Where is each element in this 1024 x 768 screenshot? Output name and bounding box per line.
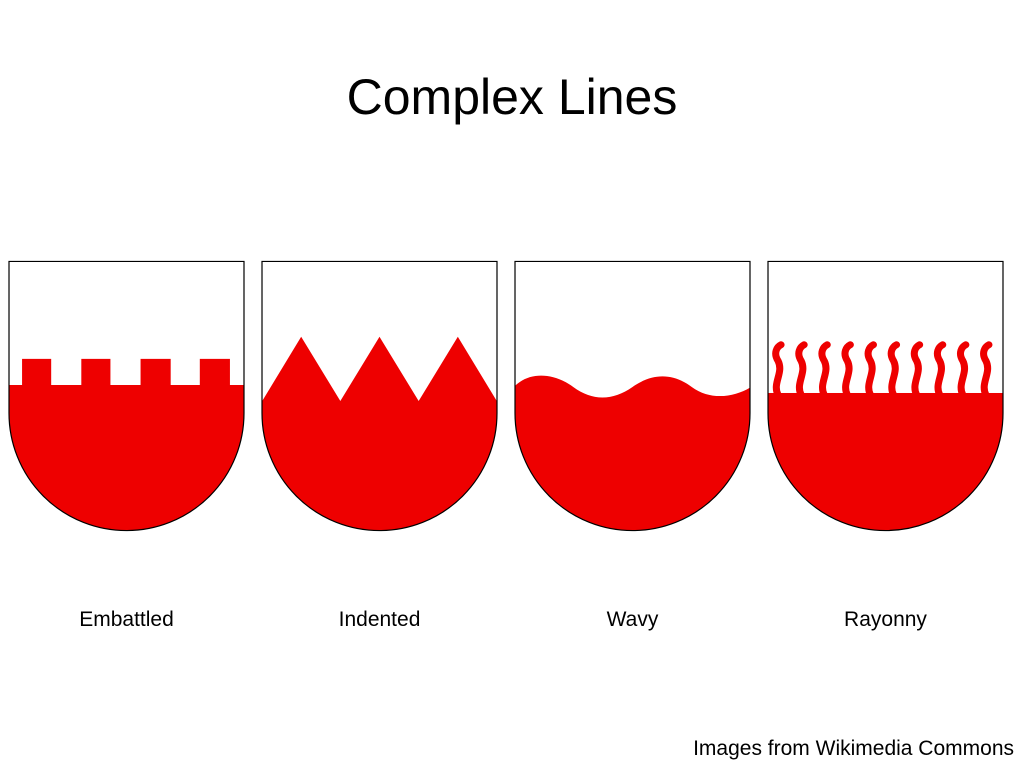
shield-wavy-icon (514, 260, 751, 532)
slide-title: Complex Lines (346, 69, 678, 125)
shield-indented-icon (261, 260, 498, 532)
embattled-fill (9, 358, 244, 531)
shield-label-indented: Indented (338, 608, 421, 631)
shield-wavy (514, 260, 751, 532)
shield-outline (767, 260, 1004, 532)
indented-fill (262, 336, 497, 531)
shield-label-rayonny: Rayonny (844, 608, 927, 631)
shield-rayonny (767, 260, 1004, 532)
shield-label-embattled: Embattled (79, 608, 174, 631)
wavy-fill (515, 375, 750, 531)
shield-outline (514, 260, 751, 532)
shield-outline (261, 260, 498, 532)
shield-outline (8, 260, 245, 532)
shield-embattled (8, 260, 245, 532)
shield-rayonny-icon (767, 260, 1004, 532)
shield-embattled-icon (8, 260, 245, 532)
shield-indented (261, 260, 498, 532)
shield-label-wavy: Wavy (606, 608, 659, 631)
image-credit: Images from Wikimedia Commons (693, 737, 1014, 760)
